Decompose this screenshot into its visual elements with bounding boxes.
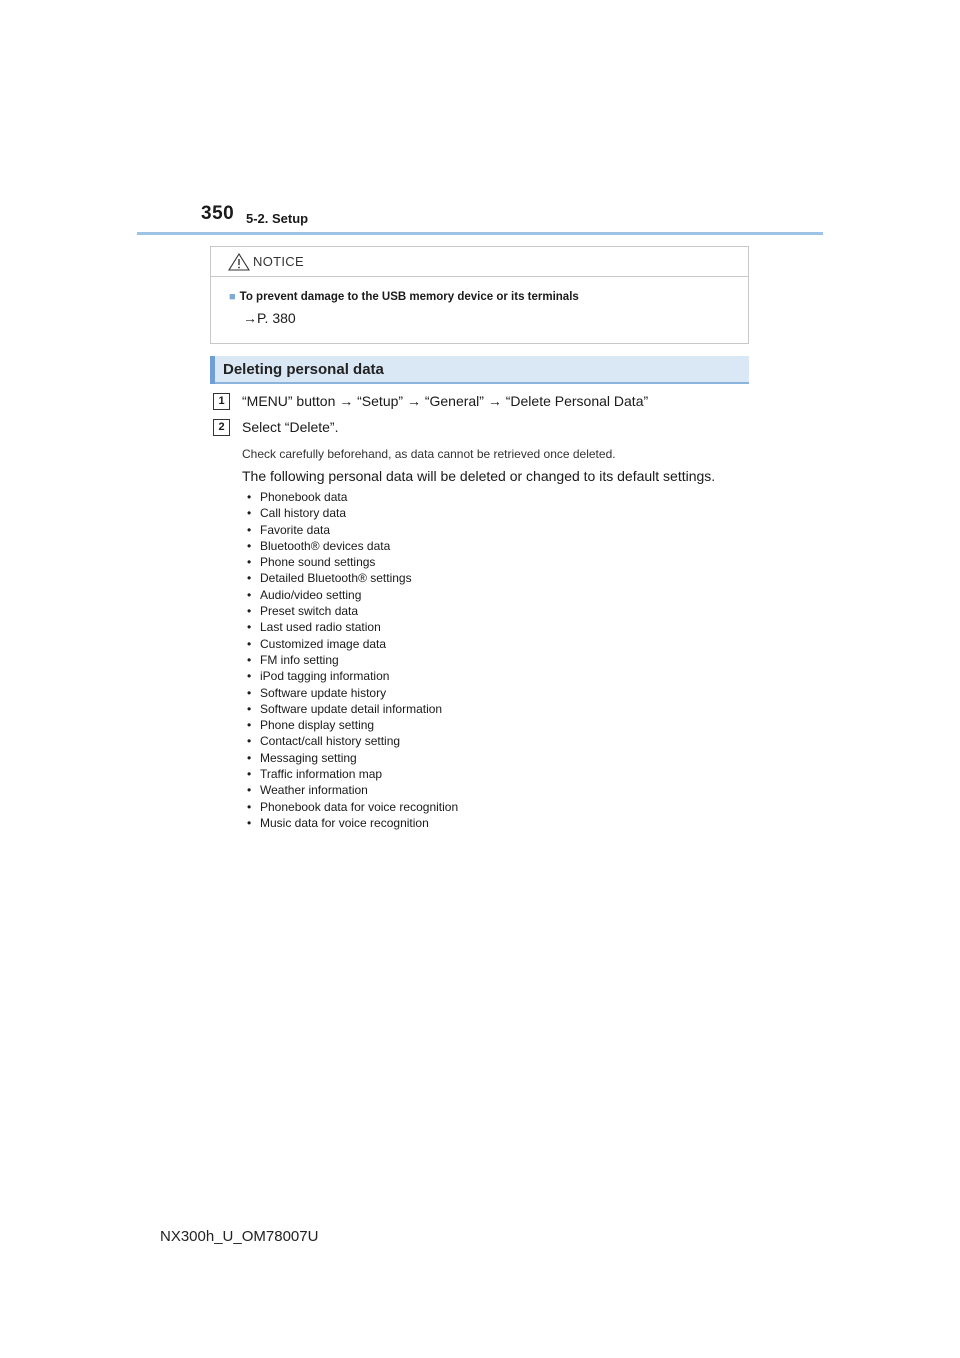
list-item: •Customized image data <box>247 636 387 651</box>
list-item: •Last used radio station <box>247 620 381 635</box>
list-item: •Software update detail information <box>247 701 443 716</box>
notice-item: ■To prevent damage to the USB memory dev… <box>229 291 579 303</box>
list-item: •Audio/video setting <box>247 587 362 602</box>
list-item: •Messaging setting <box>247 750 357 765</box>
list-item: •Phonebook data for voice recognition <box>247 799 459 814</box>
section-title: Deleting personal data <box>223 361 384 378</box>
list-item: •Phonebook data <box>247 490 348 504</box>
header-rule <box>137 232 823 235</box>
warning-icon <box>228 253 250 271</box>
section-heading-bar: Deleting personal data <box>210 356 749 384</box>
list-item: •Bluetooth® devices data <box>247 538 391 553</box>
section-label: 5-2. Setup <box>246 211 309 226</box>
list-item: •Phone sound settings <box>247 555 376 570</box>
step-number-2: 2 <box>213 419 230 436</box>
list-item: •Music data for voice recognition <box>247 815 429 830</box>
list-item: •Detailed Bluetooth® settings <box>247 571 412 586</box>
square-bullet-icon: ■ <box>229 291 236 303</box>
step-text-2: Select “Delete”. <box>242 419 339 435</box>
list-item: •Traffic information map <box>247 767 383 782</box>
caution-text: Check carefully beforehand, as data cann… <box>242 447 616 461</box>
notice-item-text: To prevent damage to the USB memory devi… <box>239 291 579 303</box>
notice-title: NOTICE <box>253 254 304 269</box>
list-item: •Call history data <box>247 506 347 521</box>
list-item: •Preset switch data <box>247 604 359 619</box>
list-item: •Contact/call history setting <box>247 734 401 749</box>
page-number: 350 <box>201 203 235 224</box>
notice-header: NOTICE <box>211 247 748 277</box>
step-text-1: “MENU” button → “Setup” → “General” → “D… <box>242 393 649 409</box>
deleted-data-list: •Phonebook data •Call history data •Favo… <box>247 489 458 831</box>
list-item: •Favorite data <box>247 522 331 537</box>
footer-manual-code: NX300h_U_OM78007U <box>160 1228 319 1245</box>
step-number-1: 1 <box>213 393 230 410</box>
list-item: •iPod tagging information <box>247 669 390 684</box>
list-item: •FM info setting <box>247 652 339 667</box>
section-accent <box>210 356 215 384</box>
notice-box: NOTICE ■To prevent damage to the USB mem… <box>210 246 749 344</box>
deleted-data-heading: The following personal data will be dele… <box>242 468 716 484</box>
list-item: •Weather information <box>247 783 368 798</box>
list-item: •Phone display setting <box>247 718 375 733</box>
notice-page-reference[interactable]: →P. 380 <box>243 310 296 326</box>
list-item: •Software update history <box>247 685 387 700</box>
